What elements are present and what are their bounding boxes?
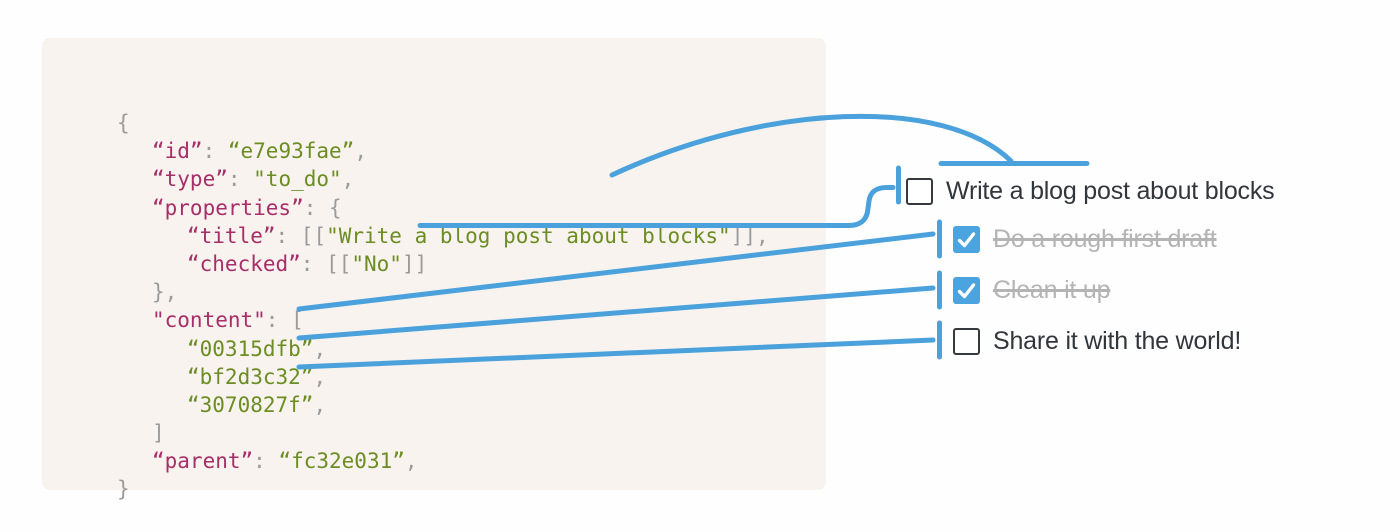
todo-label[interactable]: Clean it up (993, 276, 1111, 304)
json-line: ] (117, 419, 769, 447)
json-token: : { (303, 195, 342, 220)
json-token: { (117, 111, 130, 135)
todo-item: Write a blog post about blocks (906, 177, 1275, 205)
todo-item: Clean it up (953, 276, 1111, 304)
json-line: } (117, 475, 769, 503)
json-line: }, (117, 278, 769, 306)
json-line: “00315dfb”, (117, 335, 769, 363)
json-token: ]] (401, 251, 428, 276)
json-token: “properties” (152, 195, 304, 220)
json-line: “checked”: [["No"]] (117, 250, 769, 278)
json-token: “bf2d3c32” (187, 364, 314, 389)
json-token: : (253, 449, 279, 474)
json-token: , (313, 364, 327, 389)
todo-checkbox[interactable] (953, 276, 980, 304)
todo-item: Share it with the world! (953, 327, 1241, 355)
code-panel: {“id”: “e7e93fae”,“type”: "to_do",“prope… (42, 38, 826, 501)
checkmark-icon (957, 282, 976, 298)
json-token: “parent” (152, 449, 254, 474)
todo-checkbox[interactable] (953, 225, 980, 253)
json-token: “e7e93fae” (227, 139, 355, 164)
json-token: , (354, 139, 367, 164)
todo-checkbox[interactable] (906, 177, 933, 205)
json-token: , (313, 392, 327, 417)
json-line: "content": [ (117, 306, 769, 334)
json-line: “bf2d3c32”, (117, 363, 769, 391)
json-token: “id” (152, 139, 203, 164)
json-token: , (341, 167, 355, 192)
todo-checkbox[interactable] (953, 327, 980, 355)
json-token: : [[ (300, 251, 352, 276)
json-token: “title” (187, 223, 276, 248)
json-token: , (313, 336, 327, 361)
json-token: “type” (152, 167, 228, 192)
json-token: } (117, 477, 130, 502)
json-line: “title”: [["Write a blog post about bloc… (117, 222, 769, 250)
json-token: “fc32e031” (278, 449, 405, 474)
json-token: “checked” (187, 251, 301, 276)
json-token: “3070827f” (187, 392, 314, 417)
json-token: : (227, 167, 254, 192)
json-token: "No" (351, 251, 402, 276)
json-code: {“id”: “e7e93fae”,“type”: "to_do",“prope… (117, 109, 769, 504)
todo-item: Do a rough first draft (953, 225, 1217, 253)
json-line: “parent”: “fc32e031”, (117, 447, 769, 475)
checkmark-icon (957, 231, 976, 247)
json-line: “3070827f”, (117, 391, 769, 419)
json-token: ] (152, 421, 165, 446)
todo-label[interactable]: Do a rough first draft (993, 225, 1217, 253)
json-line: “properties”: { (117, 194, 769, 222)
json-token: : [[ (275, 223, 327, 248)
json-token: “00315dfb” (187, 336, 314, 361)
json-token: : [ (265, 308, 304, 333)
json-line: “type”: "to_do", (117, 165, 769, 193)
json-token: "to_do" (253, 167, 342, 192)
json-token: "Write a blog post about blocks" (326, 223, 731, 248)
json-token: ]], (730, 223, 769, 248)
json-token: }, (152, 280, 178, 305)
json-token: , (404, 449, 418, 474)
json-token: : (202, 139, 228, 164)
todo-label[interactable]: Share it with the world! (993, 327, 1242, 355)
todo-label[interactable]: Write a blog post about blocks (946, 177, 1275, 205)
json-token: "content" (152, 308, 266, 333)
json-line: “id”: “e7e93fae”, (117, 137, 769, 165)
json-line: { (117, 109, 769, 137)
